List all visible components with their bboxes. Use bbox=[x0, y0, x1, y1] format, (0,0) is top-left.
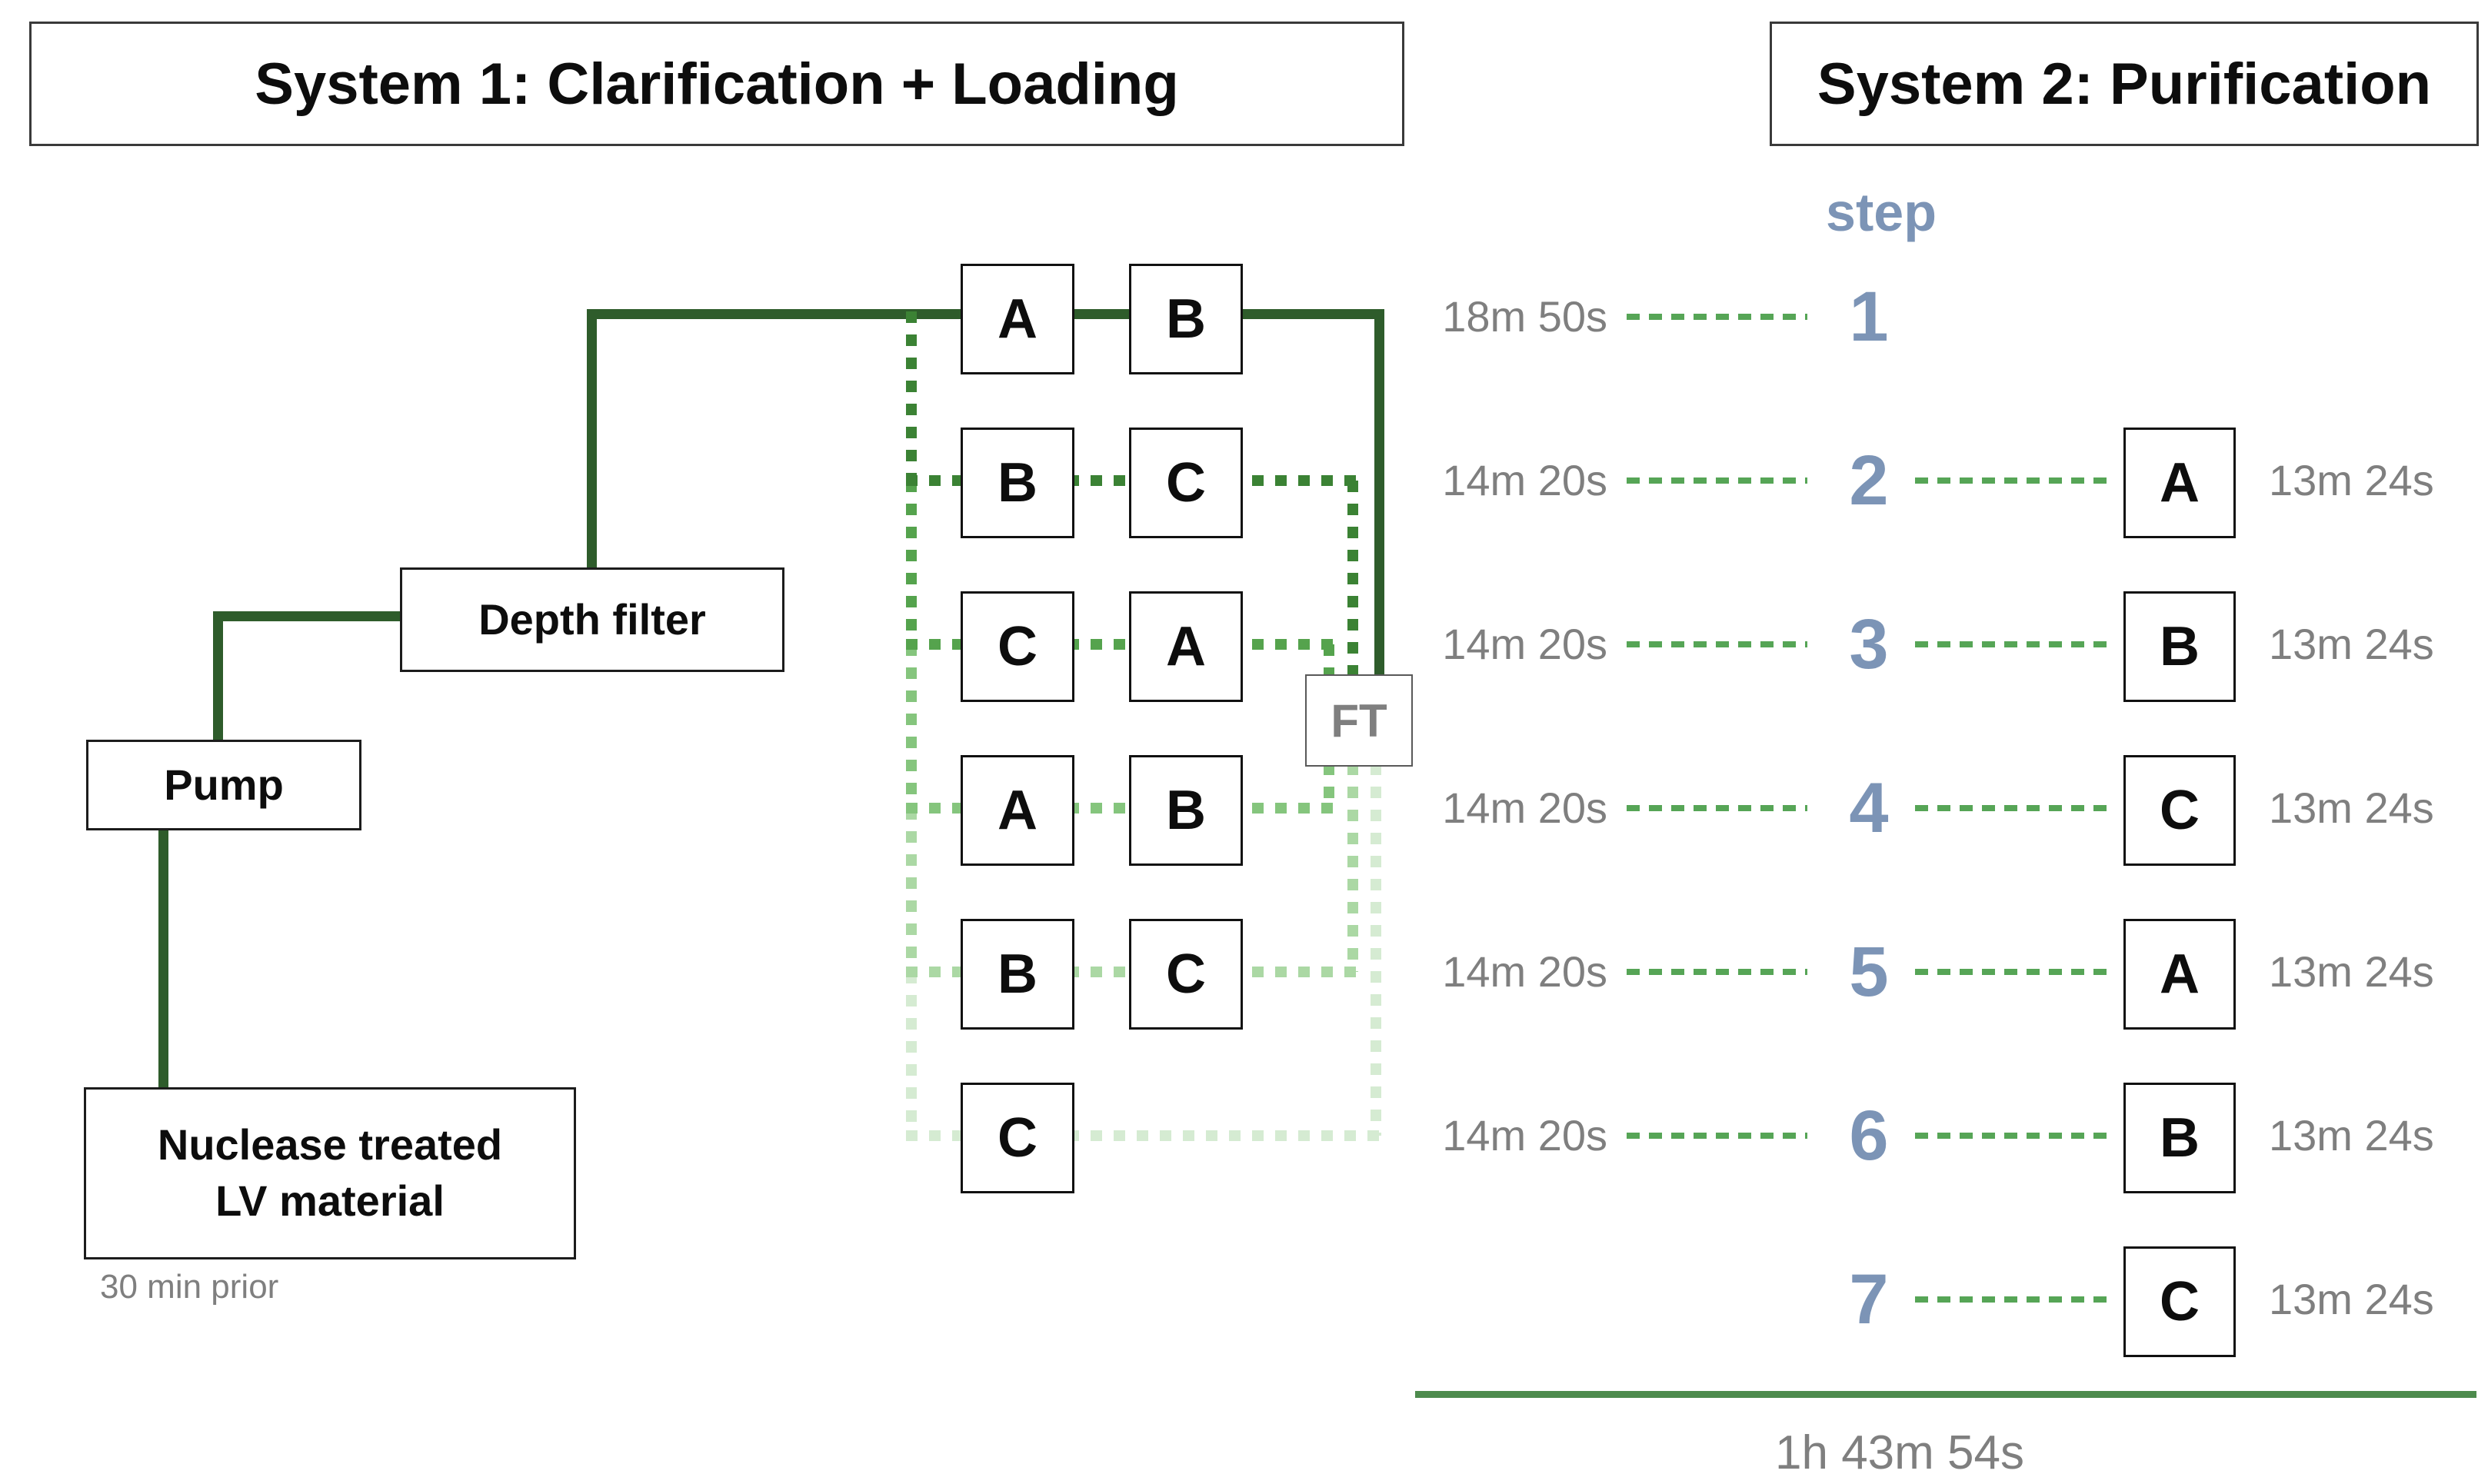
left-dotted-vertical-seg5 bbox=[906, 972, 917, 1141]
depth-filter-box: Depth filter bbox=[400, 567, 784, 672]
flow-line-pump-to-source bbox=[158, 826, 168, 1087]
pair-row2-left-box: B bbox=[961, 428, 1074, 538]
step5-number: 5 bbox=[1849, 933, 1889, 1011]
step6-membrane-letter: B bbox=[2160, 1107, 2200, 1169]
left-dotted-vertical-seg1 bbox=[906, 311, 917, 481]
pair-row4-left-letter: A bbox=[998, 780, 1037, 841]
pump-label: Pump bbox=[164, 760, 284, 809]
step7-membrane-letter: C bbox=[2160, 1271, 2200, 1333]
step5-membrane-letter: A bbox=[2160, 943, 2200, 1005]
step3-left-connector bbox=[1627, 641, 1807, 647]
row3-dotted-drop bbox=[1324, 644, 1334, 674]
pair-row3-right-box: A bbox=[1129, 591, 1243, 702]
flowthrough-label: FT bbox=[1331, 694, 1387, 747]
step5-elution-time: 13m 24s bbox=[2269, 947, 2434, 996]
flow-line-depthfilter-up bbox=[587, 309, 597, 567]
step3-membrane-letter: B bbox=[2160, 616, 2200, 677]
step5-membrane-box: A bbox=[2123, 919, 2236, 1030]
pair-row1-right-letter: B bbox=[1166, 288, 1206, 350]
pair-row3-left-box: C bbox=[961, 591, 1074, 702]
flowthrough-box: FT bbox=[1305, 674, 1413, 767]
step7-number: 7 bbox=[1849, 1260, 1889, 1339]
step6-elution-time: 13m 24s bbox=[2269, 1111, 2434, 1160]
step4-membrane-box: C bbox=[2123, 755, 2236, 866]
step7-elution-time: 13m 24s bbox=[2269, 1275, 2434, 1323]
source-material-line2: LV material bbox=[215, 1176, 445, 1225]
step6-right-connector bbox=[1915, 1133, 2115, 1139]
pair-row6-left-letter: C bbox=[998, 1107, 1037, 1169]
step7-right-connector bbox=[1915, 1296, 2115, 1303]
step5-left-connector bbox=[1627, 969, 1807, 975]
total-divider-line bbox=[1415, 1391, 2476, 1398]
step2-right-connector bbox=[1915, 477, 2115, 484]
row5-dotted-rise bbox=[1347, 764, 1358, 972]
step2-duration: 14m 20s bbox=[1442, 456, 1607, 504]
step4-membrane-letter: C bbox=[2160, 780, 2200, 841]
source-material-line1: Nuclease treated bbox=[157, 1120, 503, 1170]
pair-row5-left-letter: B bbox=[998, 943, 1037, 1005]
pair-row5-left-box: B bbox=[961, 919, 1074, 1030]
step7-membrane-box: C bbox=[2123, 1246, 2236, 1357]
step4-elution-time: 13m 24s bbox=[2269, 784, 2434, 832]
pair-row4-right-letter: B bbox=[1166, 780, 1206, 841]
pair-row1-right-box: B bbox=[1129, 264, 1243, 374]
step4-number: 4 bbox=[1849, 769, 1889, 847]
step1-left-connector bbox=[1627, 314, 1807, 320]
flow-line-depthfilter-left bbox=[213, 611, 400, 621]
step3-duration: 14m 20s bbox=[1442, 620, 1607, 668]
step6-number: 6 bbox=[1849, 1096, 1889, 1175]
step2-membrane-letter: A bbox=[2160, 452, 2200, 514]
step6-duration: 14m 20s bbox=[1442, 1111, 1607, 1160]
source-note: 30 min prior bbox=[100, 1268, 279, 1306]
pair-row4-left-box: A bbox=[961, 755, 1074, 866]
left-dotted-vertical-seg4 bbox=[906, 808, 917, 972]
system2-title: System 2: Purification bbox=[1770, 22, 2479, 146]
step2-elution-time: 13m 24s bbox=[2269, 456, 2434, 504]
row4-dotted-rise bbox=[1324, 764, 1334, 808]
pair-row6-left-box: C bbox=[961, 1083, 1074, 1193]
pair-row3-left-letter: C bbox=[998, 616, 1037, 677]
step1-duration: 18m 50s bbox=[1442, 292, 1607, 341]
step4-right-connector bbox=[1915, 805, 2115, 811]
pair-row2-right-box: C bbox=[1129, 428, 1243, 538]
row6-dotted-rise bbox=[1371, 764, 1381, 1136]
step6-left-connector bbox=[1627, 1133, 1807, 1139]
left-dotted-vertical-seg2 bbox=[906, 481, 917, 644]
pair-row4-right-box: B bbox=[1129, 755, 1243, 866]
step3-number: 3 bbox=[1849, 605, 1889, 684]
pair-row5-right-letter: C bbox=[1166, 943, 1206, 1005]
step5-duration: 14m 20s bbox=[1442, 947, 1607, 996]
step3-right-connector bbox=[1915, 641, 2115, 647]
left-dotted-vertical-seg3 bbox=[906, 644, 917, 808]
step6-membrane-box: B bbox=[2123, 1083, 2236, 1193]
step4-left-connector bbox=[1627, 805, 1807, 811]
system2-title-label: System 2: Purification bbox=[1817, 51, 2432, 117]
pair-row1-left-box: A bbox=[961, 264, 1074, 374]
pair-row5-right-box: C bbox=[1129, 919, 1243, 1030]
step2-left-connector bbox=[1627, 477, 1807, 484]
row2-dotted-drop bbox=[1347, 481, 1358, 674]
step5-right-connector bbox=[1915, 969, 2115, 975]
pump-box: Pump bbox=[86, 740, 361, 830]
step-column-header: step bbox=[1826, 182, 1937, 242]
step3-elution-time: 13m 24s bbox=[2269, 620, 2434, 668]
main-flow-line-vertical-to-ft bbox=[1374, 309, 1384, 674]
pair-row2-right-letter: C bbox=[1166, 452, 1206, 514]
system1-title: System 1: Clarification + Loading bbox=[29, 22, 1404, 146]
system1-title-label: System 1: Clarification + Loading bbox=[255, 51, 1179, 117]
pair-row3-right-letter: A bbox=[1166, 616, 1206, 677]
pair-row1-left-letter: A bbox=[998, 288, 1037, 350]
step2-number: 2 bbox=[1849, 441, 1889, 520]
step3-membrane-box: B bbox=[2123, 591, 2236, 702]
step1-number: 1 bbox=[1849, 278, 1889, 356]
total-time: 1h 43m 54s bbox=[1775, 1426, 2024, 1479]
step4-duration: 14m 20s bbox=[1442, 784, 1607, 832]
source-material-box: Nuclease treated LV material bbox=[84, 1087, 576, 1259]
step2-membrane-box: A bbox=[2123, 428, 2236, 538]
depth-filter-label: Depth filter bbox=[478, 594, 706, 644]
pair-row2-left-letter: B bbox=[998, 452, 1037, 514]
flow-line-pump-up bbox=[213, 611, 223, 740]
